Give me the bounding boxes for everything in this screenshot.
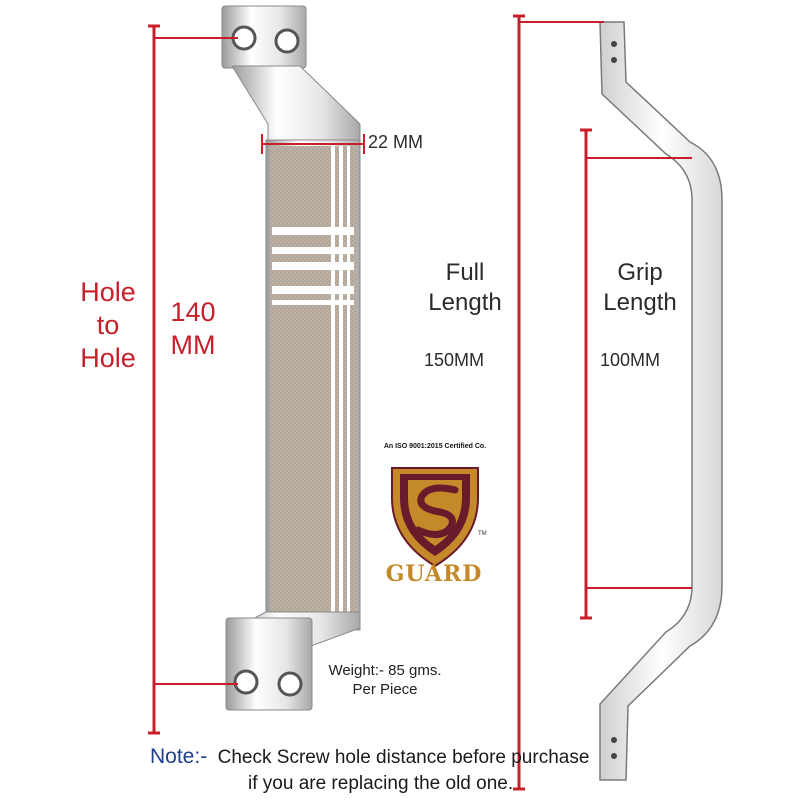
stripe — [339, 146, 343, 612]
iso-certification-text: An ISO 9001:2015 Certified Co. — [383, 443, 487, 450]
hole-to-hole-title: Hole to Hole — [68, 276, 148, 375]
stripe — [347, 146, 350, 612]
bottom-mount-plate — [225, 617, 313, 711]
stripe — [272, 227, 354, 235]
grip-length-title: Grip Length — [595, 258, 685, 318]
full-length-title-line: Length — [428, 289, 502, 316]
side-screw-hole — [611, 41, 617, 47]
screw-hole — [233, 669, 259, 695]
full-length-title-line: Full — [445, 259, 485, 286]
hole-to-hole-value-line: 140 — [170, 297, 216, 327]
guard-logo-shield — [391, 467, 479, 568]
trademark-symbol: TM — [478, 531, 487, 537]
width-dimension-label: 22 MM — [368, 132, 424, 152]
hole-to-hole-value-line: MM — [170, 330, 216, 360]
note-block: Note:- Check Screw hole distance before … — [150, 745, 589, 769]
guard-logo: An ISO 9001:2015 Certified Co. TM GUARD — [380, 443, 490, 593]
note-line-1: Check Screw hole distance before purchas… — [217, 747, 590, 768]
weight-line: Per Piece — [352, 681, 418, 698]
grip-length-title-line: Length — [603, 289, 677, 316]
hole-to-hole-title-line: to — [96, 310, 120, 340]
front-handle — [221, 5, 361, 711]
brand-name: GUARD — [385, 561, 483, 587]
side-screw-hole — [611, 753, 617, 759]
grip-length-title-line: Grip — [617, 259, 663, 286]
stripe — [272, 300, 354, 305]
full-length-value: 150MM — [424, 350, 485, 370]
dimension-lines — [148, 14, 692, 791]
weight-line: Weight:- 85 gms. — [328, 662, 442, 679]
side-handle — [599, 21, 723, 781]
grip-length-value: 100MM — [600, 350, 661, 370]
note-label: Note:- — [150, 745, 208, 768]
hole-to-hole-value: 140 MM — [158, 296, 228, 362]
full-length-title: Full Length — [420, 258, 510, 318]
screw-hole — [274, 28, 300, 54]
side-screw-hole — [611, 57, 617, 63]
weight-info: Weight:- 85 gms. Per Piece — [320, 661, 450, 699]
note-line-2: if you are replacing the old one. — [248, 773, 514, 794]
stripe — [272, 247, 354, 254]
side-screw-hole — [611, 737, 617, 743]
hole-to-hole-title-line: Hole — [80, 343, 136, 373]
side-profile — [599, 21, 723, 781]
grip-texture — [270, 146, 356, 612]
stripe — [331, 146, 335, 612]
hole-to-hole-title-line: Hole — [80, 277, 136, 307]
screw-hole — [277, 671, 303, 697]
stripe — [272, 262, 354, 270]
stripe — [272, 286, 354, 294]
top-bend — [231, 65, 361, 149]
